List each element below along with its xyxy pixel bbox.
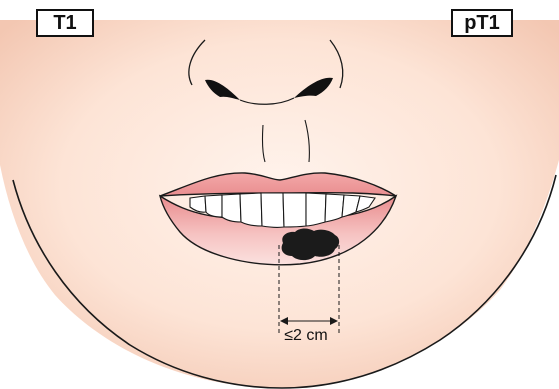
size-threshold-label: ≤2 cm bbox=[266, 326, 346, 346]
pathological-stage-label: pT1 bbox=[451, 9, 513, 37]
clinical-stage-label: T1 bbox=[36, 9, 94, 37]
